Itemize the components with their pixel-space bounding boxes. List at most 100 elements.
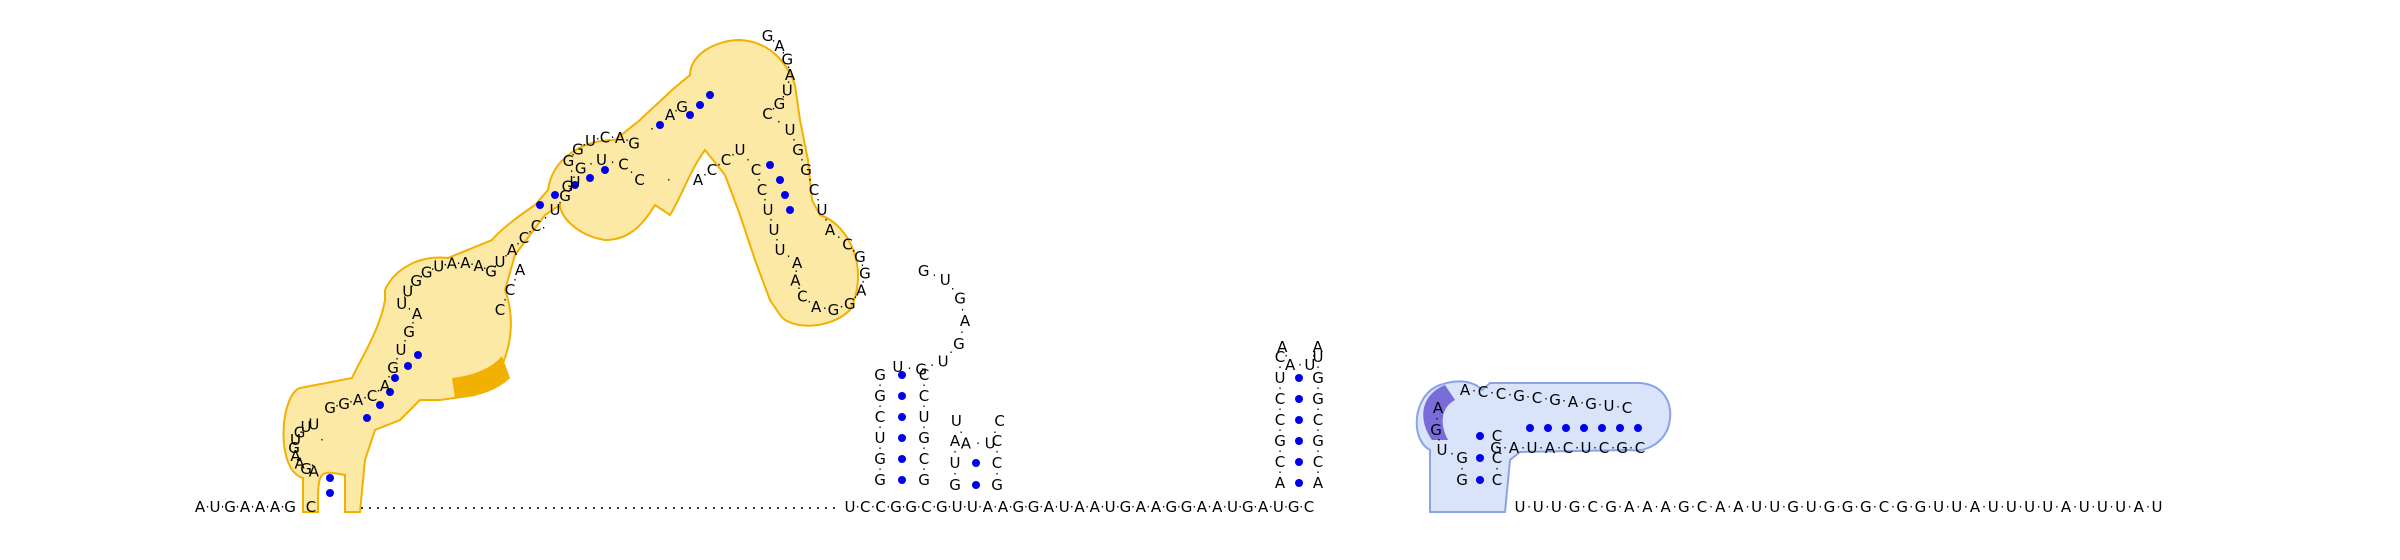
backbone-link: · xyxy=(542,221,546,235)
gap-dot xyxy=(433,507,435,509)
backbone-mid-nt: G xyxy=(936,498,948,516)
base-pair-dot xyxy=(414,351,422,359)
backbone-link: · xyxy=(2128,500,2132,514)
orange-hairpin-outline xyxy=(282,38,859,513)
orange-strand-nt: C xyxy=(842,236,852,254)
orange-strand-nt: A xyxy=(294,454,305,472)
base-pair-dot xyxy=(1295,458,1303,466)
backbone-3prime-nt: U xyxy=(2115,498,2126,516)
backbone-link: · xyxy=(1116,500,1120,514)
backbone-link: · xyxy=(1146,500,1150,514)
backbone-link: · xyxy=(2000,500,2004,514)
hairpin3-nt: C xyxy=(1275,390,1285,408)
backbone-link: · xyxy=(335,399,339,413)
backbone-link: · xyxy=(568,182,572,196)
gap-dot xyxy=(817,507,819,509)
backbone-link: · xyxy=(1316,424,1320,438)
base-pair-dot xyxy=(1295,395,1303,403)
backbone-link: · xyxy=(2091,500,2095,514)
orange-strand-nt: G xyxy=(762,27,774,45)
backbone-link: · xyxy=(922,379,926,393)
base-pair-dot xyxy=(1544,424,1552,432)
backbone-link: · xyxy=(363,391,367,405)
orange-strand-nt: G xyxy=(781,51,793,69)
backbone-mid-nt: A xyxy=(998,498,1009,516)
backbone-link: · xyxy=(837,230,841,244)
base-pair-dot xyxy=(363,414,371,422)
backbone-link: · xyxy=(1618,500,1622,514)
backbone-link: · xyxy=(1629,441,1633,455)
backbone-link: · xyxy=(572,170,576,184)
orange-strand-nt: G xyxy=(294,424,306,442)
gap-dot xyxy=(713,507,715,509)
backbone-link: · xyxy=(861,258,865,272)
blue-hairpin-nt: C xyxy=(1622,399,1632,417)
gap-dot xyxy=(769,507,771,509)
backbone-link: · xyxy=(320,433,324,447)
backbone-link: · xyxy=(377,384,381,398)
gap-dot xyxy=(721,507,723,509)
gap-dot xyxy=(593,507,595,509)
backbone-link: · xyxy=(1691,500,1695,514)
gap-dot xyxy=(553,507,555,509)
base-pair-dot xyxy=(1295,416,1303,424)
orange-strand-nt: U xyxy=(550,201,561,219)
backbone-link: · xyxy=(431,263,435,277)
backbone-3prime-nt: U xyxy=(1533,498,1544,516)
gap-dot xyxy=(401,507,403,509)
backbone-link: · xyxy=(1709,500,1713,514)
backbone-link: · xyxy=(1508,388,1512,402)
backbone-5prime-nt: A xyxy=(270,498,281,516)
backbone-link: · xyxy=(781,46,785,60)
backbone-mid-nt: U xyxy=(1105,498,1116,516)
base-pair-dot xyxy=(1476,454,1484,462)
gap-dot xyxy=(377,507,379,509)
base-pair-dot xyxy=(404,362,412,370)
backbone-link: · xyxy=(1616,400,1620,414)
backbone-link: · xyxy=(403,334,407,348)
hairpin2-nt: G xyxy=(949,476,961,494)
backbone-mid-nt: G xyxy=(1120,498,1132,516)
backbone-link: · xyxy=(1278,445,1282,459)
blue-hairpin-nt: C xyxy=(1532,389,1542,407)
backbone-link: · xyxy=(840,300,844,314)
base-pair-dot xyxy=(391,374,399,382)
backbone-link: · xyxy=(1727,500,1731,514)
orange-strand-nt: U xyxy=(785,121,796,139)
orange-strand-nt: U xyxy=(585,132,596,150)
backbone-link: · xyxy=(1580,396,1584,410)
orange-highlight-region xyxy=(282,38,859,513)
gap-dot xyxy=(617,507,619,509)
hairpin3-loop-nt: A xyxy=(1285,356,1296,374)
backbone-3prime-nt: A xyxy=(1970,498,1981,516)
gap-dot xyxy=(657,507,659,509)
orange-strand-nt: G xyxy=(559,187,571,205)
orange-strand-nt: G xyxy=(410,272,422,290)
gap-dot xyxy=(665,507,667,509)
backbone-link: · xyxy=(1316,403,1320,417)
hairpin3-nt: A xyxy=(1275,474,1286,492)
orange-strand-nt: G xyxy=(563,152,575,170)
base-pair-dot xyxy=(376,401,384,409)
backbone-link: · xyxy=(1284,349,1288,363)
base-pair-dot xyxy=(1295,437,1303,445)
backbone-link: · xyxy=(1278,361,1282,375)
backbone-mid-nt: U xyxy=(1273,498,1284,516)
orange-strand-nt: A xyxy=(290,447,301,465)
gap-dot xyxy=(481,507,483,509)
gap-dot xyxy=(561,507,563,509)
backbone-link: · xyxy=(1521,441,1525,455)
orange-strand-nt: G xyxy=(844,295,856,313)
orange-strand-nt: A xyxy=(615,129,626,147)
backbone-link: · xyxy=(1873,500,1877,514)
backbone-link: · xyxy=(1818,500,1822,514)
backbone-3prime-nt: A xyxy=(1642,498,1653,516)
backbone-link: · xyxy=(420,270,424,284)
backbone-3prime-nt: A xyxy=(2134,498,2145,516)
backbone-link: · xyxy=(995,467,999,481)
base-pair-dot xyxy=(696,101,704,109)
hairpin1-loop-nt: G xyxy=(918,262,930,280)
hairpin2-nt: C xyxy=(992,432,1002,450)
backbone-link: · xyxy=(731,148,735,162)
backbone-link: · xyxy=(1009,500,1013,514)
